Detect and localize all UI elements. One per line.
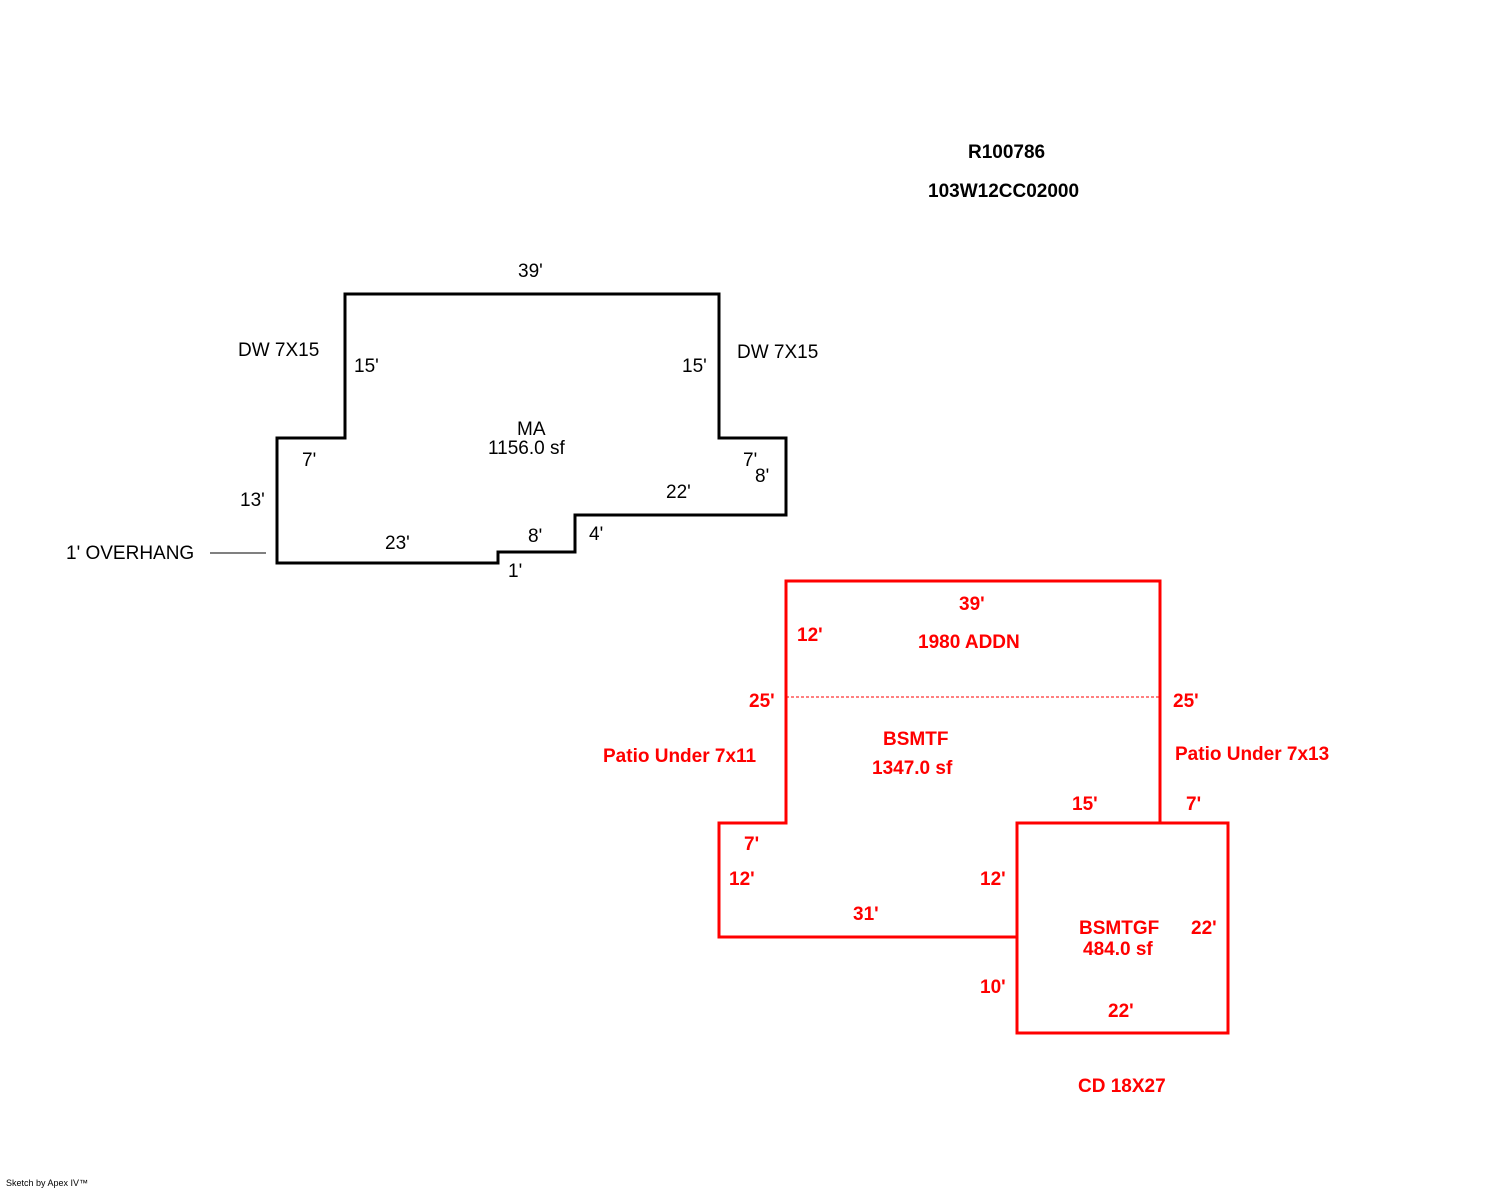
ma-dim-right-upper: 15': [682, 356, 707, 377]
garage-dim-bottom: 22': [1108, 1001, 1134, 1022]
ma-dim-bottom-mid: 8': [528, 526, 543, 547]
ma-dim-notch: 1': [508, 561, 523, 582]
garage-outline: [1015, 821, 1230, 1035]
ma-dim-left-lower: 13': [240, 490, 265, 511]
bsmt-note-patio-right: Patio Under 7x13: [1175, 744, 1330, 765]
ma-note-dw-left: DW 7X15: [238, 340, 320, 361]
ma-dim-right-step: 7': [743, 450, 758, 471]
bsmt-dim-inner-top: 15': [1072, 794, 1098, 815]
bsmt-area: 1347.0 sf: [872, 758, 953, 779]
bsmt-dim-left-lower: 12': [729, 869, 755, 890]
bsmt-dim-right-step: 7': [1186, 794, 1202, 815]
ma-dim-lower-right: 22': [666, 482, 691, 503]
ma-area: 1156.0 sf: [488, 438, 565, 459]
bsmt-dim-top: 39': [959, 594, 985, 615]
ma-dim-step-down: 4': [589, 524, 604, 545]
garage-area: 484.0 sf: [1083, 939, 1153, 960]
ma-dim-bottom-left: 23': [385, 533, 410, 554]
parcel-id: R100786: [968, 142, 1046, 163]
deck-note: CD 18X27: [1078, 1076, 1166, 1097]
bsmt-dim-left-top: 12': [797, 625, 823, 646]
ma-note-overhang: 1' OVERHANG: [66, 543, 195, 564]
bsmt-dim-right-mid: 25': [1173, 691, 1199, 712]
ma-dim-left-step: 7': [302, 450, 317, 471]
bsmt-dim-bottom: 31': [853, 904, 879, 925]
map-number: 103W12CC02000: [928, 181, 1080, 202]
main-area-outline: [275, 292, 788, 565]
bsmt-dim-left-mid: 25': [749, 691, 775, 712]
bsmt-addition: 1980 ADDN: [918, 632, 1020, 653]
garage-dim-right: 22': [1191, 918, 1217, 939]
software-credit: Sketch by Apex IV™: [6, 1178, 89, 1188]
ma-dim-top: 39': [518, 261, 543, 282]
garage-code: BSMTGF: [1079, 918, 1160, 939]
ma-dim-left-upper: 15': [354, 356, 379, 377]
ma-dim-right-lower: 8': [755, 466, 770, 487]
bsmt-note-patio-left: Patio Under 7x11: [603, 746, 757, 767]
bsmt-code: BSMTF: [883, 729, 949, 750]
bsmt-dim-inner-left: 12': [980, 869, 1006, 890]
ma-note-dw-right: DW 7X15: [737, 342, 819, 363]
ma-code: MA: [517, 419, 546, 440]
bsmt-dim-left-step: 7': [744, 834, 760, 855]
bsmt-dim-inner-lower: 10': [980, 977, 1006, 998]
